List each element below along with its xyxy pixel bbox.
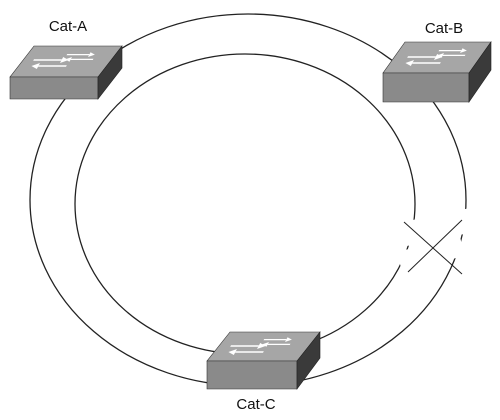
ring-inner-cable	[74, 53, 416, 355]
switch-cat-c[interactable]: Cat-C	[206, 331, 321, 413]
switch-front-face	[9, 76, 99, 100]
switch-side-face	[468, 41, 492, 103]
switch-cat-b[interactable]: Cat-B	[382, 20, 492, 103]
node-label-cat-c: Cat-C	[236, 396, 275, 413]
switch-front-face	[382, 72, 470, 103]
link-gap	[403, 208, 474, 246]
node-label-cat-a: Cat-A	[49, 18, 87, 35]
break-x-mark-stroke-2	[407, 219, 463, 273]
switch-icon	[382, 41, 492, 103]
switch-icon	[206, 331, 321, 390]
switch-side-face	[97, 45, 123, 100]
broken-link-marker	[397, 208, 474, 275]
switch-side-face	[296, 331, 321, 390]
switch-front-face	[206, 360, 298, 390]
node-label-cat-b: Cat-B	[425, 20, 463, 37]
switch-cat-a[interactable]: Cat-A	[9, 18, 123, 100]
switch-icon	[9, 45, 123, 100]
